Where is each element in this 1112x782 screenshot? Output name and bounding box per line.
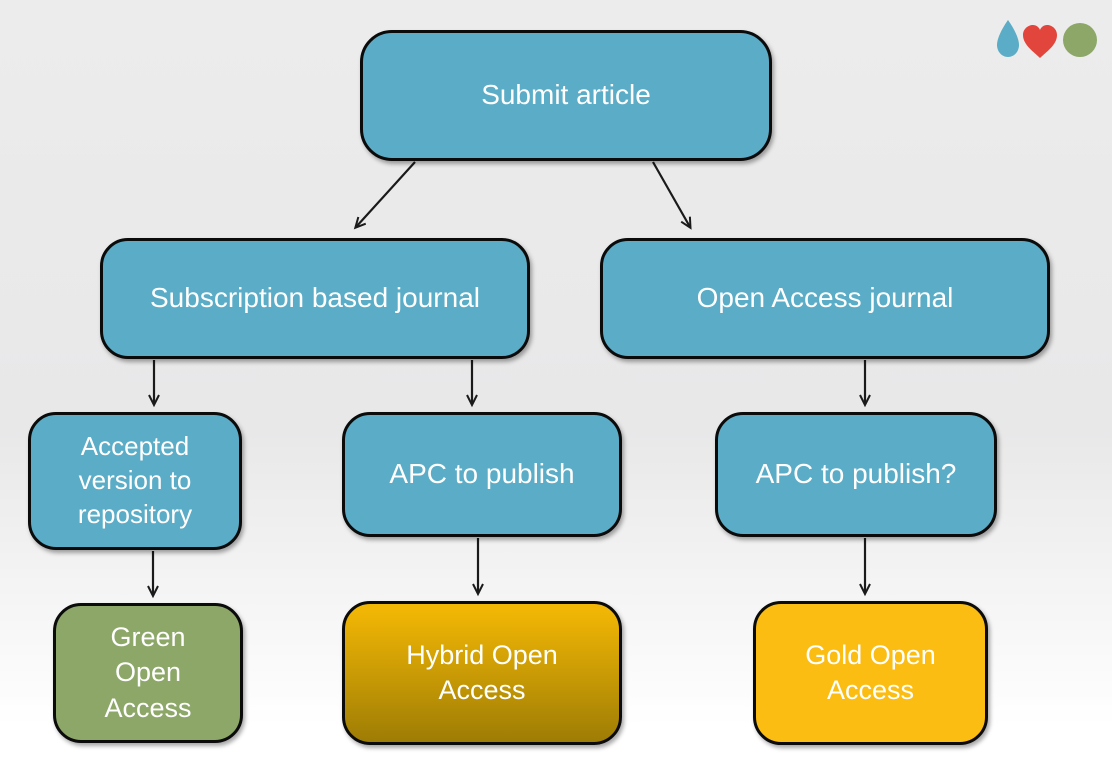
node-open-access-journal: Open Access journal xyxy=(600,238,1050,359)
node-label: Open Access journal xyxy=(696,282,954,314)
node-green-open-access: Green Open Access xyxy=(53,603,243,743)
node-label: Subscription based journal xyxy=(150,282,480,314)
heart-icon xyxy=(1023,25,1057,58)
node-label: Green Open Access xyxy=(104,622,192,723)
node-submit-article: Submit article xyxy=(360,30,772,161)
node-label: APC to publish xyxy=(389,458,575,490)
circle-icon xyxy=(1063,23,1097,57)
node-label: Hybrid Open Access xyxy=(406,639,558,705)
node-apc-to-publish-question: APC to publish? xyxy=(715,412,997,537)
node-gold-open-access: Gold Open Access xyxy=(753,601,988,745)
node-label: Submit article xyxy=(481,79,651,111)
node-label: Gold Open Access xyxy=(805,639,936,705)
node-accepted-version-to-repository: Accepted version to repository xyxy=(28,412,242,550)
droplet-icon xyxy=(997,20,1019,57)
node-label: APC to publish? xyxy=(755,458,957,490)
node-label: Accepted version to repository xyxy=(77,431,193,529)
node-hybrid-open-access: Hybrid Open Access xyxy=(342,601,622,745)
arrow-submit-to-open-access xyxy=(652,161,692,230)
logo xyxy=(997,20,1097,58)
node-subscription-based-journal: Subscription based journal xyxy=(100,238,530,359)
node-apc-to-publish: APC to publish xyxy=(342,412,622,537)
arrow-submit-to-subscription xyxy=(353,161,416,230)
